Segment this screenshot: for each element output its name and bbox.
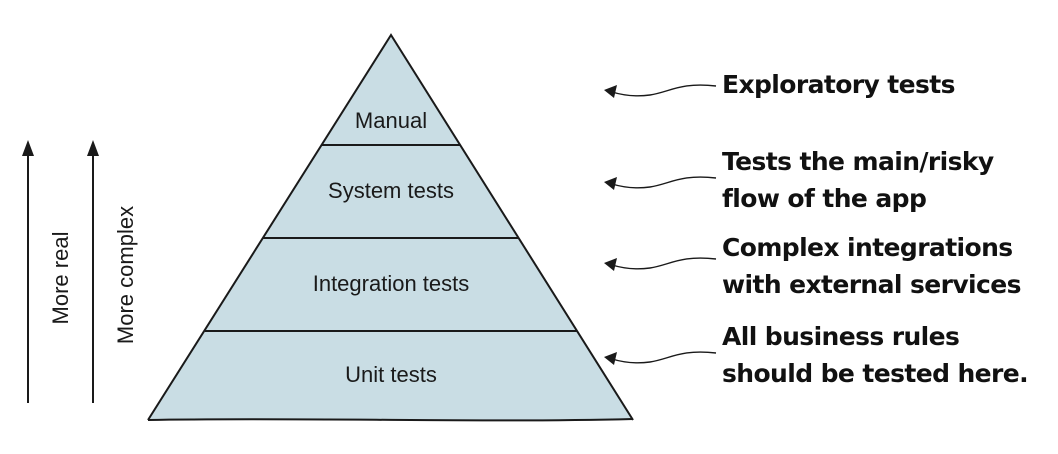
layer-label-unit-tests: Unit tests	[345, 362, 437, 387]
pointer-arrow-2	[611, 176, 717, 189]
pointer-arrows	[604, 84, 717, 365]
layer-label-integration-tests: Integration tests	[313, 271, 470, 296]
pyramid: Manual System tests Integration tests Un…	[147, 33, 634, 422]
pointer-arrow-1	[611, 84, 717, 97]
pointer-arrow-4	[611, 351, 717, 364]
note-system-line-1: Tests the main/risky	[722, 147, 994, 176]
note-integration-line-1: Complex integrations	[722, 233, 1013, 262]
axis-more-real-arrowhead	[22, 140, 34, 156]
layer-label-manual: Manual	[355, 108, 427, 133]
pointer-arrowhead-4	[604, 352, 617, 365]
note-exploratory-tests: Exploratory tests	[722, 70, 955, 99]
axis-more-complex: More complex	[87, 140, 138, 403]
pointer-arrow-3	[611, 257, 717, 270]
layer-label-system-tests: System tests	[328, 178, 454, 203]
pyramid-fill	[148, 35, 633, 420]
axis-label-more-real: More real	[48, 232, 73, 325]
axis-more-real: More real	[22, 140, 73, 403]
note-unit-line-2: should be tested here.	[722, 359, 1028, 388]
note-unit-line-1: All business rules	[722, 322, 959, 351]
pyramid-outline	[147, 33, 634, 421]
axis-label-more-complex: More complex	[113, 206, 138, 344]
pointer-arrowhead-3	[604, 258, 617, 271]
pyramid-base	[147, 418, 634, 422]
axis-more-complex-arrowhead	[87, 140, 99, 156]
pointer-arrowhead-2	[604, 177, 617, 190]
note-integration-line-2: with external services	[722, 270, 1021, 299]
note-system-line-2: flow of the app	[722, 184, 926, 213]
annotations: Exploratory tests Tests the main/risky f…	[722, 70, 1029, 388]
pointer-arrowhead-1	[604, 85, 617, 98]
